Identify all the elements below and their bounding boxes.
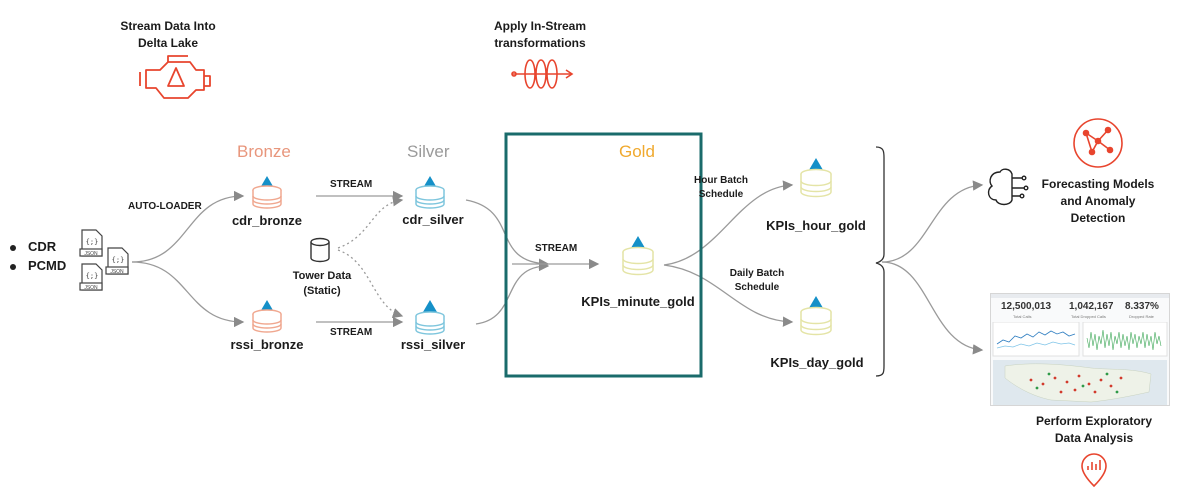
- daily-batch-label: Daily Batch Schedule: [729, 268, 785, 293]
- delta-icon: [423, 300, 437, 312]
- json-label: JSON: [84, 285, 98, 291]
- json-label: JSON: [110, 269, 124, 275]
- stream-label-bottom: STREAM: [330, 327, 373, 338]
- json-label: JSON: [84, 251, 98, 257]
- kpis-minute-stack: [622, 236, 654, 276]
- brain-icon: [987, 168, 1029, 206]
- step-transform-title: Apply In-Stream transformations: [493, 19, 586, 50]
- delta-icon: [809, 158, 823, 170]
- edge-source-to-cdr-bronze: [131, 190, 245, 263]
- tier-gold: Gold: [619, 142, 655, 161]
- table-rssi-silver: rssi_silver: [400, 337, 466, 352]
- chart-pin-icon: [1081, 453, 1107, 488]
- step-ingest-title: Stream Data Into Delta Lake: [120, 19, 216, 50]
- hour-batch-label: Hour Batch Schedule: [694, 175, 748, 200]
- json-file-icon: [79, 263, 103, 291]
- table-kpis-day-gold: KPIs_day_gold: [770, 355, 864, 370]
- delta-icon: [631, 236, 645, 248]
- source-item-pcmd: PCMD: [10, 258, 66, 273]
- edge-brace-to-eda: [881, 261, 984, 355]
- dashboard-charts: [992, 322, 1168, 405]
- stream-label-gold: STREAM: [535, 243, 578, 254]
- engine-icon: [139, 55, 211, 99]
- autoloader-label: AUTO-LOADER: [128, 201, 202, 212]
- edge-minute-to-day: [663, 264, 794, 327]
- table-cdr-silver: cdr_silver: [402, 212, 464, 227]
- kpi-dropped-calls-label: Total Dropped Calls: [1071, 314, 1106, 319]
- svg-text:{;}: {;}: [86, 238, 99, 246]
- table-kpis-hour-gold: KPIs_hour_gold: [766, 218, 866, 233]
- delta-icon: [260, 300, 274, 312]
- grouping-brace: [875, 146, 885, 377]
- kpi-dropped-rate-label: Dropped Rate: [1129, 314, 1154, 319]
- delta-icon: [809, 296, 823, 308]
- table-kpis-minute-gold: KPIs_minute_gold: [581, 294, 695, 309]
- kpi-total-calls-label: Total Calls: [1013, 314, 1032, 319]
- cdr-silver-stack: [415, 176, 445, 209]
- json-file-icon: [105, 247, 129, 275]
- delta-icon: [260, 176, 274, 188]
- stream-label-top: STREAM: [330, 179, 373, 190]
- database-icon: [310, 237, 330, 263]
- svg-text:{;}: {;}: [86, 272, 99, 280]
- network-icon: [1073, 118, 1123, 168]
- rssi-silver-stack: [415, 300, 445, 335]
- transform-coil-icon: [511, 59, 574, 89]
- kpi-total-calls-value: 12,500,013: [1001, 301, 1052, 312]
- table-cdr-bronze: cdr_bronze: [231, 213, 303, 228]
- gold-layer-box: [504, 132, 703, 378]
- tier-bronze: Bronze: [237, 142, 291, 161]
- eda-dashboard-thumbnail: 12,500,013 Total Calls 1,042,167 Total D…: [990, 293, 1170, 406]
- kpi-dropped-calls-value: 1,042,167: [1069, 301, 1114, 312]
- json-file-icons: [79, 229, 129, 291]
- edge-rssi-silver-to-gold: [475, 260, 550, 325]
- tower-data-label: Tower Data (Static): [292, 270, 352, 297]
- edge-minute-to-hour: [663, 180, 794, 266]
- kpis-day-stack: [800, 296, 832, 336]
- cdr-bronze-stack: [252, 176, 282, 209]
- kpi-dropped-rate-value: 8.337%: [1125, 301, 1159, 312]
- delta-icon: [423, 176, 437, 188]
- table-rssi-bronze: rssi_bronze: [230, 337, 304, 352]
- svg-text:{;}: {;}: [112, 256, 125, 264]
- tier-silver: Silver: [407, 142, 450, 161]
- rssi-bronze-stack: [252, 300, 282, 333]
- edge-source-to-rssi-bronze: [131, 261, 245, 328]
- tower-dotted-lines: [337, 196, 404, 319]
- edge-brace-to-forecast: [881, 180, 984, 263]
- source-item-cdr: CDR: [10, 239, 56, 254]
- kpis-hour-stack: [800, 158, 832, 198]
- eda-output-label: Perform Exploratory Data Analysis: [1035, 414, 1153, 445]
- forecast-output-label: Forecasting Models and Anomaly Detection: [1041, 177, 1155, 225]
- json-file-icon: [79, 229, 103, 257]
